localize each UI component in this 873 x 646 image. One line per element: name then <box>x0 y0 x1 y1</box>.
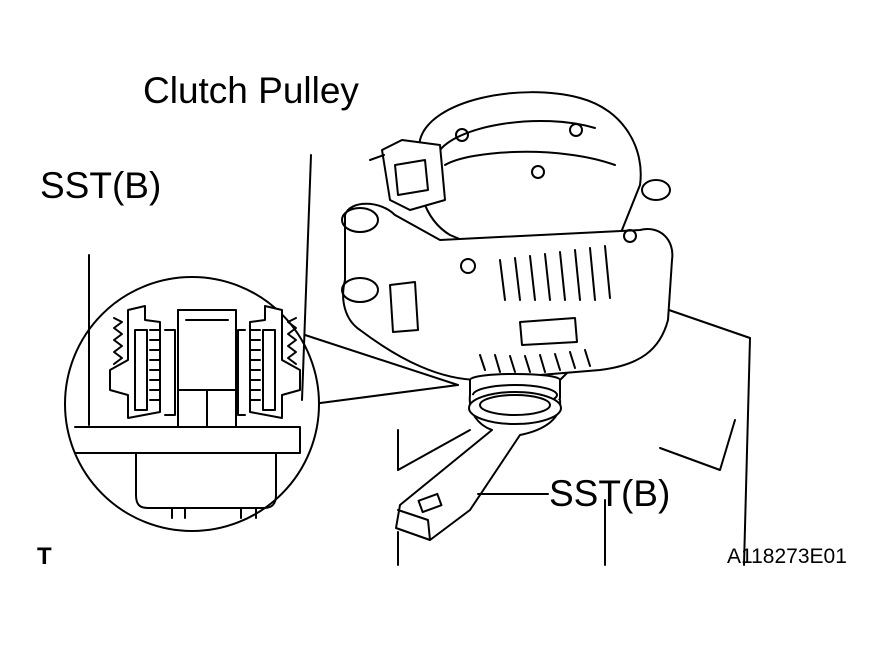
sst-b-left-label: SST(B) <box>40 165 162 206</box>
alternator-body <box>341 91 674 381</box>
clutch-pulley-label: Clutch Pulley <box>143 70 359 111</box>
view-marker: T <box>37 543 52 570</box>
clutch-pulley-leader <box>301 154 312 401</box>
sst-b-right-label: SST(B) <box>549 473 671 514</box>
detail-magnified-view <box>64 154 320 532</box>
sst-b-wrench <box>395 391 562 541</box>
detail-callout-leaders <box>304 334 459 406</box>
figure-code: A118273E01 <box>727 545 847 568</box>
